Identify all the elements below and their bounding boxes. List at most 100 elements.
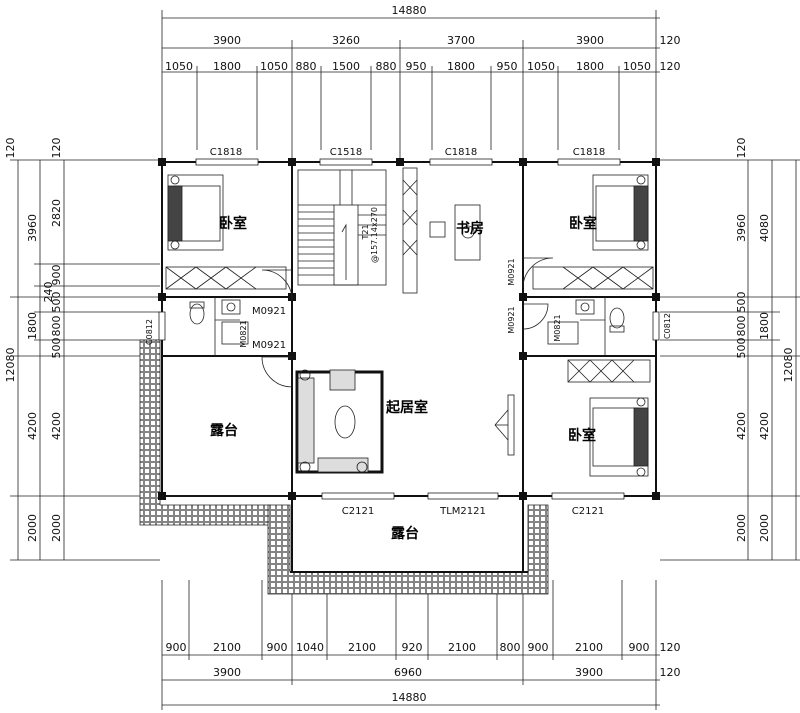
dim-bot-1-7: 2100 <box>448 641 476 654</box>
stair-step-size: @157.14x270 <box>370 207 379 263</box>
window-c0812-left: C0812 <box>145 319 154 345</box>
dim-top-3-10: 1050 <box>527 60 555 73</box>
doors <box>215 257 605 388</box>
dim-left-total: 12080 <box>4 348 17 383</box>
room-label-bedroom-tr: 卧室 <box>569 215 597 232</box>
dim-top-2-2: 3260 <box>332 34 360 47</box>
living-furniture <box>295 369 515 474</box>
door-m0921-3: M0921 <box>507 258 516 285</box>
window-c1818-3: C1818 <box>573 147 605 158</box>
dim-left-i6: 500 <box>50 338 63 359</box>
dim-bot-1-2: 2100 <box>213 641 241 654</box>
dim-left-i5: 800 <box>50 316 63 337</box>
dim-top-3-7: 950 <box>406 60 427 73</box>
dimensions-bottom <box>161 580 660 710</box>
dim-right-o4: 2000 <box>758 514 771 542</box>
dimensions-top <box>161 10 660 160</box>
dim-top-3-11: 1800 <box>576 60 604 73</box>
dim-top-2-1: 3900 <box>213 34 241 47</box>
dim-bot-2-3: 3900 <box>575 666 603 679</box>
dim-top-3-9: 950 <box>497 60 518 73</box>
dim-left-o4: 2000 <box>26 514 39 542</box>
room-label-bedroom-tl: 卧室 <box>219 215 247 232</box>
dimensions-right <box>660 159 800 561</box>
dim-bot-edge-2: 120 <box>660 666 681 679</box>
dim-left-o1: 3960 <box>26 214 39 242</box>
dim-left-edge-2: 120 <box>50 138 63 159</box>
stair-step-count: T21 <box>361 224 370 240</box>
dim-bot-edge-1: 120 <box>660 641 681 654</box>
window-c2121-1: C2121 <box>342 506 374 517</box>
window-c1818-1: C1818 <box>210 147 242 158</box>
room-label-bedroom-br: 卧室 <box>568 427 596 444</box>
room-label-terrace-left: 露台 <box>210 422 238 439</box>
bedroom-br-furniture <box>567 359 651 477</box>
dim-top-3-4: 880 <box>296 60 317 73</box>
door-m0821-right: M0821 <box>553 314 562 341</box>
windows <box>158 158 660 500</box>
dim-right-i4: 500 <box>735 338 748 359</box>
room-label-study: 书房 <box>456 220 484 237</box>
dim-left-i2: 900 <box>50 265 63 286</box>
door-m0821-left: M0821 <box>239 320 248 347</box>
dim-left-i7: 4200 <box>50 412 63 440</box>
dim-right-o1: 4080 <box>758 214 771 242</box>
dim-left-o3: 4200 <box>26 412 39 440</box>
door-m0921-2: M0921 <box>252 340 286 351</box>
window-c1518: C1518 <box>330 147 362 158</box>
dim-bot-2-1: 3900 <box>213 666 241 679</box>
room-label-terrace-bottom: 露台 <box>391 525 419 542</box>
door-m0921-1: M0921 <box>252 306 286 317</box>
dim-left-o2: 1800 <box>26 312 39 340</box>
door-m0921-4: M0921 <box>507 306 516 333</box>
dim-bot-1-8: 800 <box>500 641 521 654</box>
bathroom-right-fixtures <box>547 299 625 345</box>
dim-bot-2-2: 6960 <box>394 666 422 679</box>
dim-left-i3: 240 <box>42 282 55 303</box>
dim-top-3-12: 1050 <box>623 60 651 73</box>
dim-top-3-2: 1800 <box>213 60 241 73</box>
dim-bot-1-1: 900 <box>166 641 187 654</box>
bathroom-left-fixtures <box>189 299 249 345</box>
dim-bot-1-11: 900 <box>629 641 650 654</box>
dim-right-i5: 4200 <box>735 412 748 440</box>
dim-right-o3: 4200 <box>758 412 771 440</box>
dim-left-i4: 500 <box>50 292 63 313</box>
dim-top-edge-2: 120 <box>660 34 681 47</box>
dim-top-2-3: 3700 <box>447 34 475 47</box>
dim-bot-total: 14880 <box>392 691 427 704</box>
dim-bot-1-6: 920 <box>402 641 423 654</box>
dim-top-2-4: 3900 <box>576 34 604 47</box>
window-c0812-right: C0812 <box>663 313 672 339</box>
dim-bot-1-9: 900 <box>528 641 549 654</box>
dim-bot-1-4: 1040 <box>296 641 324 654</box>
dim-right-i6: 2000 <box>735 514 748 542</box>
dim-right-edge: 120 <box>735 138 748 159</box>
dim-top-3-1: 1050 <box>165 60 193 73</box>
dim-left-i1: 2820 <box>50 199 63 227</box>
dim-left-edge: 120 <box>4 138 17 159</box>
dim-right-i2: 500 <box>735 292 748 313</box>
dim-right-o2: 1800 <box>758 312 771 340</box>
window-tlm2121: TLM2121 <box>439 506 486 517</box>
room-label-living: 起居室 <box>385 399 428 416</box>
window-c1818-2: C1818 <box>445 147 477 158</box>
dim-left-i8: 2000 <box>50 514 63 542</box>
dim-bot-1-3: 900 <box>267 641 288 654</box>
dim-top-3-3: 1050 <box>260 60 288 73</box>
dim-top-edge-3: 120 <box>660 60 681 73</box>
dim-right-total: 12080 <box>782 348 795 383</box>
dim-top-3-8: 1800 <box>447 60 475 73</box>
dim-top-3-5: 1500 <box>332 60 360 73</box>
window-c2121-2: C2121 <box>572 506 604 517</box>
bedroom-tr-furniture <box>532 174 654 290</box>
bedroom-tl-furniture <box>165 174 287 290</box>
dim-top-3-6: 880 <box>376 60 397 73</box>
dim-top-total: 14880 <box>392 4 427 17</box>
dim-right-i3: 800 <box>735 316 748 337</box>
terrace-bottom-parapet <box>267 504 549 595</box>
dim-bot-1-10: 2100 <box>575 641 603 654</box>
columns <box>158 158 660 500</box>
dimensions-left <box>10 159 160 561</box>
